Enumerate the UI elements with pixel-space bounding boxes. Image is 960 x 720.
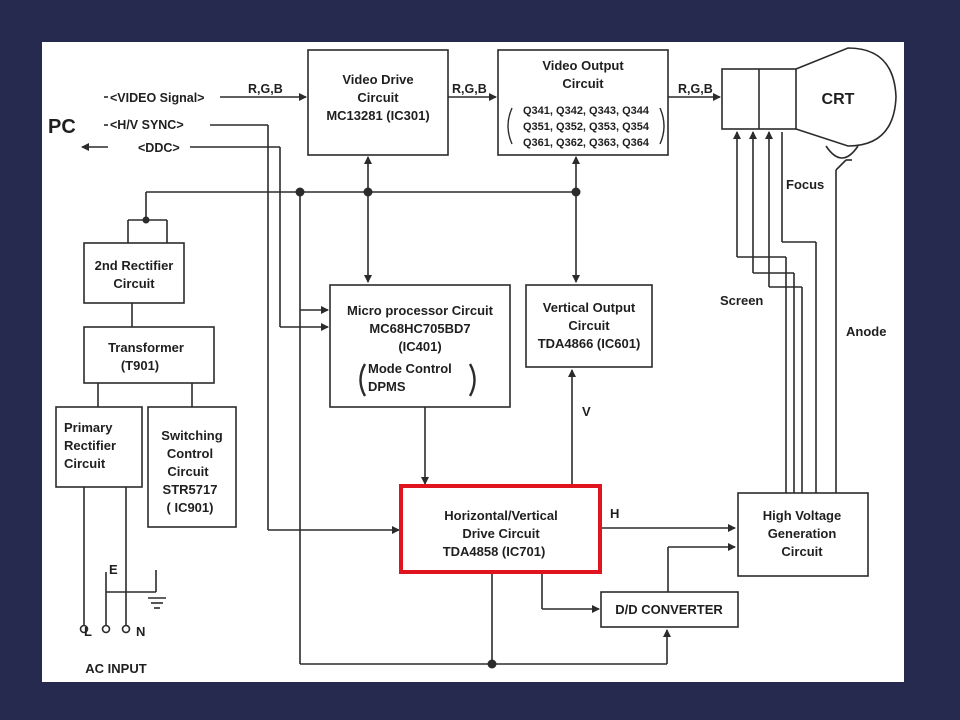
h-label: H xyxy=(610,506,619,521)
terminal-e xyxy=(101,624,111,634)
video-drive-line-3: MC13281 (IC301) xyxy=(326,108,429,123)
dd-converter-box xyxy=(600,591,739,628)
vertical-output-line-1: Vertical Output xyxy=(543,300,636,315)
vertical-output-line-2: Circuit xyxy=(568,318,610,333)
vertical-output-box xyxy=(525,284,653,368)
block-diagram: PC <VIDEO Signal> <H/V SYNC> <DDC> R,G,B… xyxy=(42,42,904,682)
micro-processor-box xyxy=(329,284,511,408)
transistors-line-3: Q361, Q362, Q363, Q364 xyxy=(523,137,650,149)
video-drive-line-2: Circuit xyxy=(357,90,399,105)
switching-line-1: Switching xyxy=(161,428,222,443)
micro-processor-line-1: Micro processor Circuit xyxy=(347,303,494,318)
transistors-line-2: Q351, Q352, Q353, Q354 xyxy=(523,121,650,133)
rgb-label-1: R,G,B xyxy=(248,82,283,96)
high-voltage-line-1: High Voltage xyxy=(763,508,841,523)
primary-rectifier-line-1: Primary xyxy=(64,420,113,435)
anode-label: Anode xyxy=(846,324,886,339)
micro-processor-line-2: MC68HC705BD7 xyxy=(369,321,470,336)
hv-sync-label: <H/V SYNC> xyxy=(110,118,184,132)
hv-drive-line-2: Drive Circuit xyxy=(462,526,540,541)
switching-line-3: Circuit xyxy=(167,464,209,479)
hv-drive-highlight xyxy=(399,484,602,574)
switching-line-4: STR5717 xyxy=(163,482,218,497)
n-label: N xyxy=(136,624,145,639)
primary-rectifier-line-2: Rectifier xyxy=(64,438,116,453)
video-signal-label: <VIDEO Signal> xyxy=(110,91,204,105)
focus-label: Focus xyxy=(786,177,824,192)
video-output-line-1: Video Output xyxy=(542,58,624,73)
video-output-box xyxy=(497,49,669,156)
transistors-line-1: Q341, Q342, Q343, Q344 xyxy=(523,105,650,117)
crt-label: CRT xyxy=(822,91,855,108)
e-label: E xyxy=(109,562,118,577)
second-rectifier-box xyxy=(83,242,185,304)
second-rectifier-line-2: Circuit xyxy=(113,276,155,291)
hv-drive-line-1: Horizontal/Vertical xyxy=(444,508,557,523)
ddc-label: <DDC> xyxy=(138,141,180,155)
pc-label: PC xyxy=(48,116,76,138)
v-label: V xyxy=(582,404,591,419)
dd-converter-label: D/D CONVERTER xyxy=(615,602,723,617)
hv-drive-line-3: TDA4858 (IC701) xyxy=(443,544,546,559)
micro-processor-line-3: (IC401) xyxy=(398,339,441,354)
rgb-label-2: R,G,B xyxy=(452,82,487,96)
primary-rectifier-line-3: Circuit xyxy=(64,456,106,471)
high-voltage-line-3: Circuit xyxy=(781,544,823,559)
high-voltage-line-2: Generation xyxy=(768,526,837,541)
diagram-background xyxy=(42,42,904,682)
crt-tube xyxy=(795,47,897,147)
switching-line-2: Control xyxy=(167,446,213,461)
terminal-l xyxy=(79,624,89,634)
transformer-line-2: (T901) xyxy=(121,358,159,373)
high-voltage-box xyxy=(737,492,869,577)
l-label: L xyxy=(84,624,92,639)
screen-label: Screen xyxy=(720,293,763,308)
second-rectifier-line-1: 2nd Rectifier xyxy=(95,258,174,273)
terminal-n xyxy=(121,624,131,634)
rgb-label-3: R,G,B xyxy=(678,82,713,96)
ac-input-label: AC INPUT xyxy=(85,661,146,676)
vertical-output-line-3: TDA4866 (IC601) xyxy=(538,336,641,351)
dpms-label: DPMS xyxy=(368,379,406,394)
switching-line-5: ( IC901) xyxy=(167,500,214,515)
primary-rectifier-box xyxy=(55,406,143,488)
video-drive-line-1: Video Drive xyxy=(342,72,413,87)
video-drive-box xyxy=(307,49,449,156)
mode-control-label: Mode Control xyxy=(368,361,452,376)
transformer-box xyxy=(83,326,215,384)
video-output-line-2: Circuit xyxy=(562,76,604,91)
transformer-line-1: Transformer xyxy=(108,340,184,355)
